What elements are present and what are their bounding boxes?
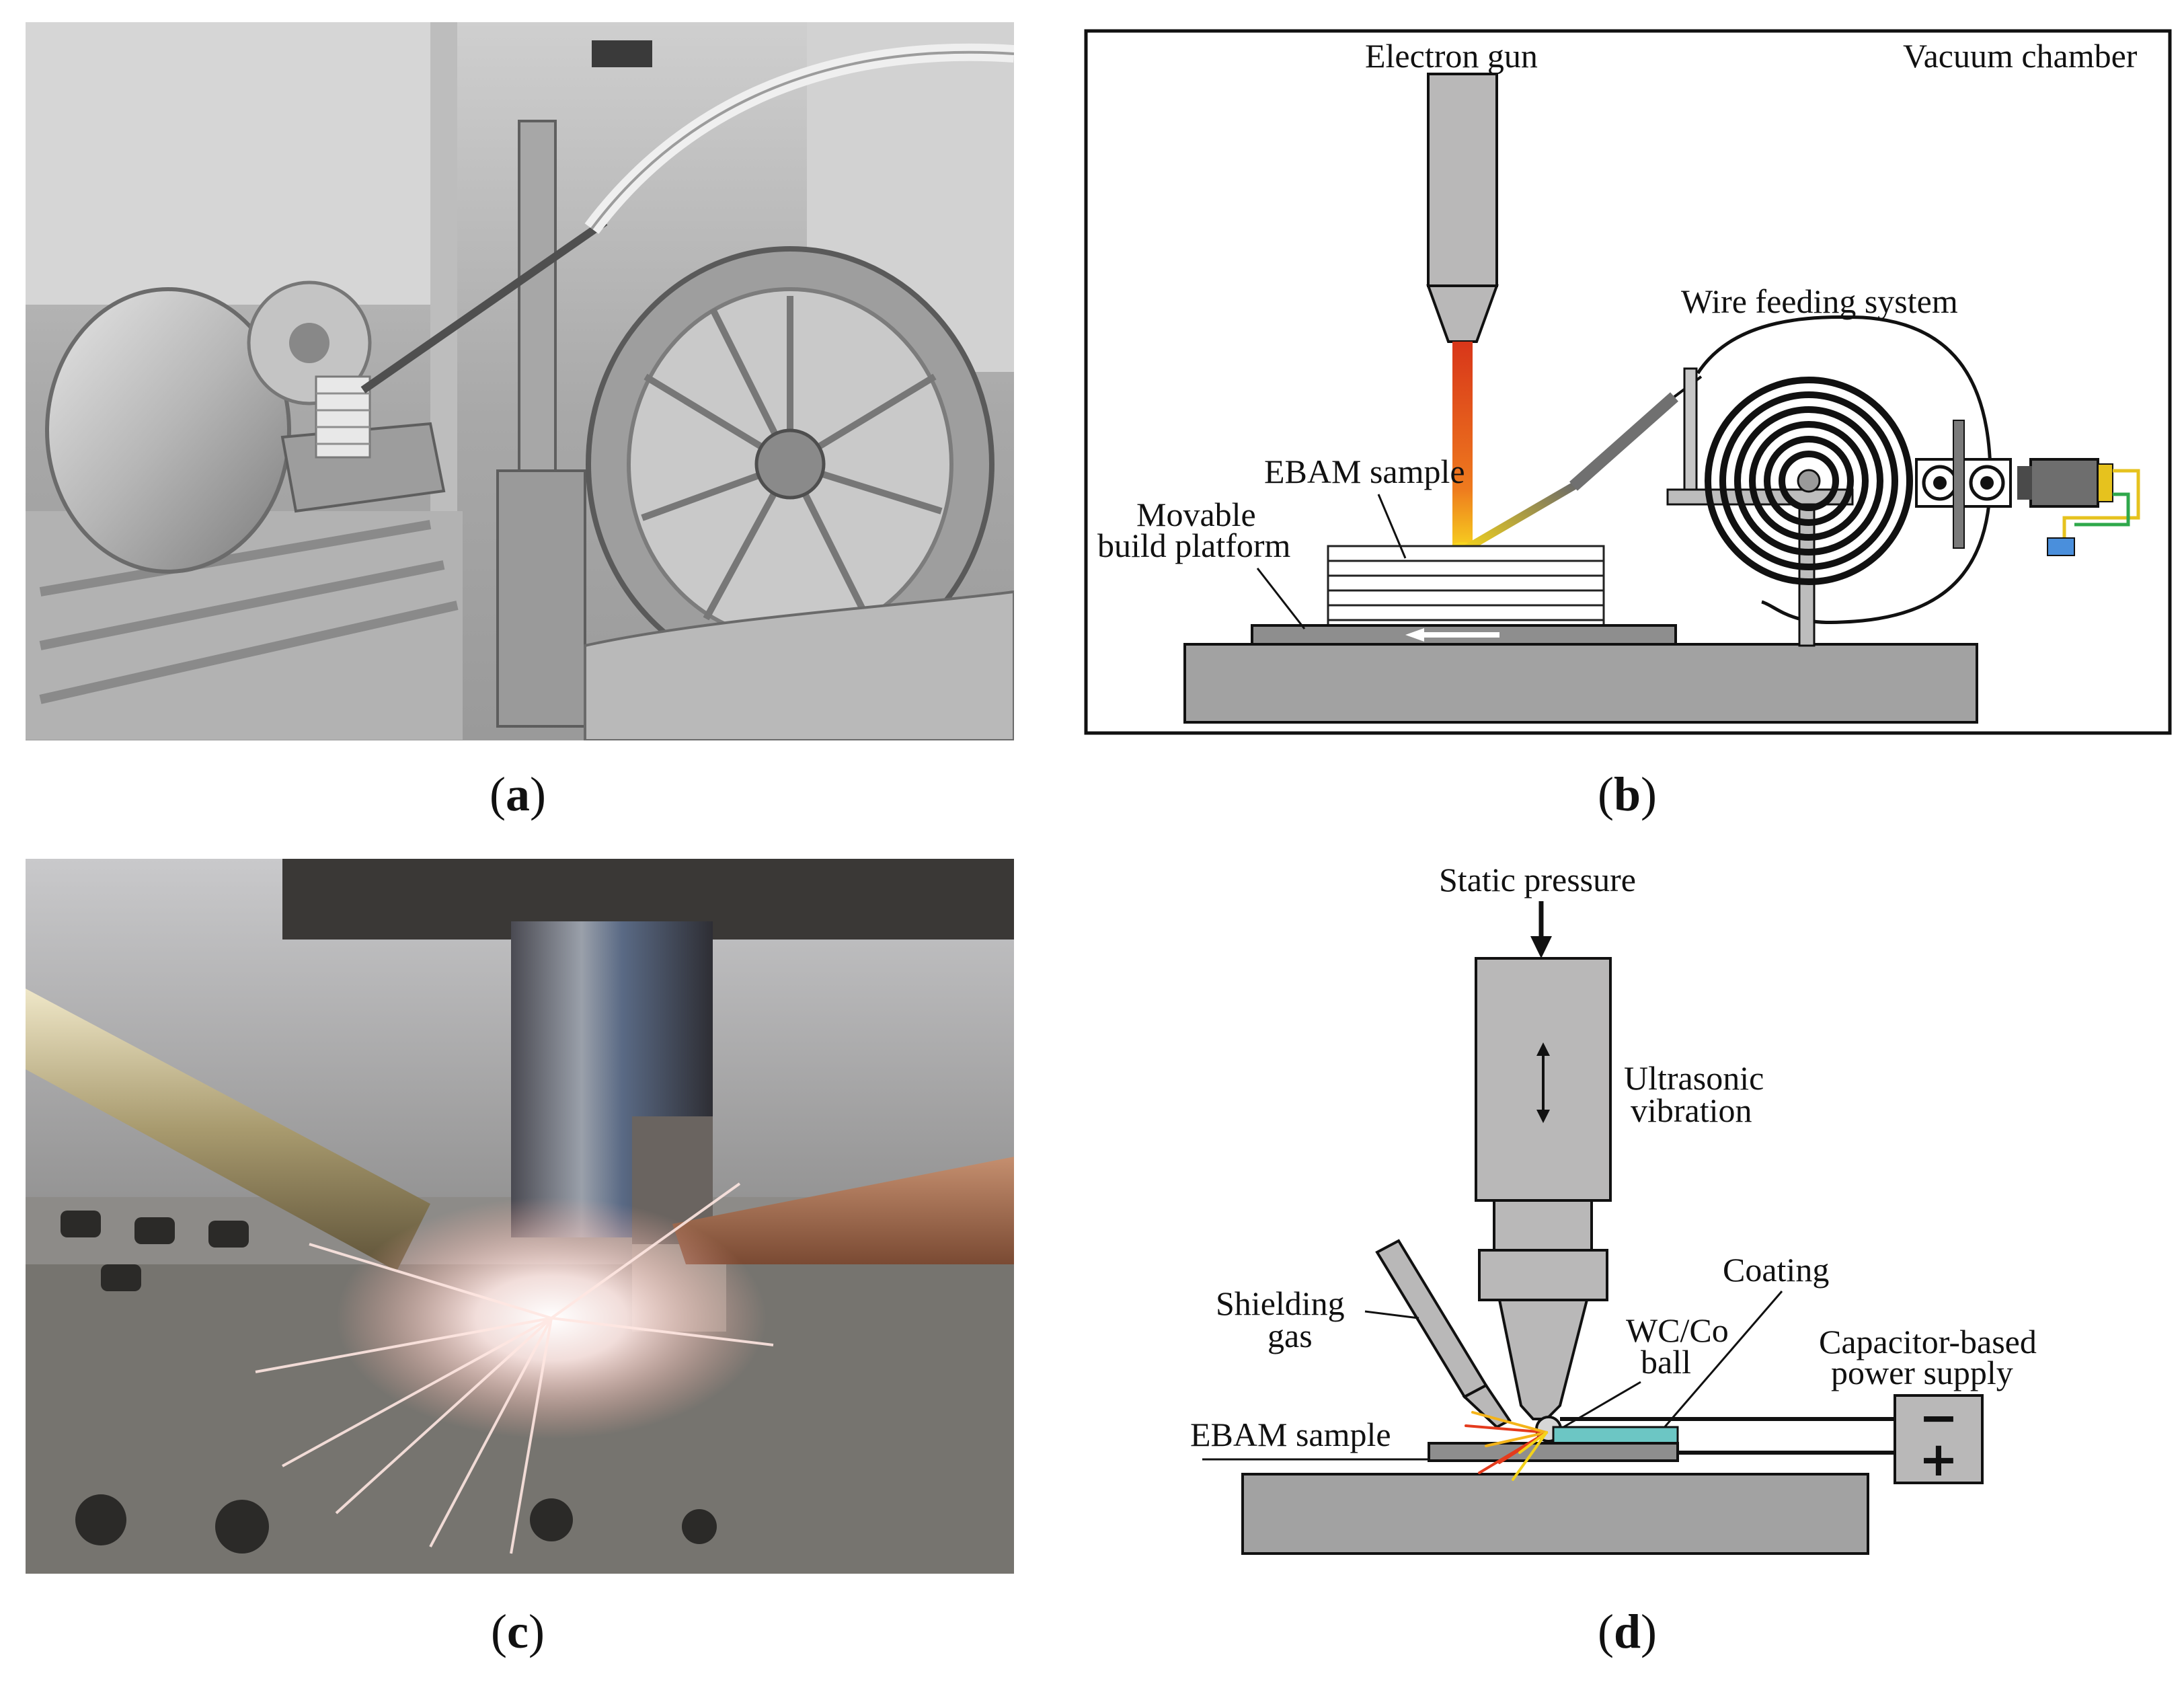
label-ball: ball (1641, 1343, 1691, 1381)
label-electron-gun: Electron gun (1365, 37, 1538, 75)
horn-tip (1497, 1299, 1589, 1420)
ebam-sample-d (1428, 1442, 1679, 1462)
label-build-platform: build platform (1097, 527, 1291, 564)
panel-c-photo (26, 859, 1014, 1574)
label-coating: Coating (1723, 1251, 1829, 1289)
label-vibration: vibration (1631, 1091, 1752, 1129)
panel-b-diagram: Electron gun Vacuum chamber EBAM sample … (1084, 29, 2172, 735)
label-vacuum-chamber: Vacuum chamber (1903, 37, 2138, 75)
machine-base-d (1241, 1473, 1869, 1555)
wire-loop (1696, 315, 1992, 625)
feed-wire (1463, 480, 1580, 553)
power-connector (2047, 537, 2075, 556)
minus-sign: − (1919, 1390, 1959, 1445)
wire-guide-post (1683, 367, 1698, 498)
ebam-sample-stack (1327, 545, 1605, 636)
feed-nozzle (1569, 392, 1678, 491)
electron-gun-nozzle (1426, 284, 1499, 343)
label-ebam-sample-d: EBAM sample (1190, 1416, 1391, 1453)
caption-c: (c) (491, 1605, 545, 1658)
electron-beam (1452, 342, 1473, 551)
shielding-gas-nozzle (1375, 1239, 1488, 1399)
caption-d: (d) (1597, 1605, 1657, 1658)
spark-streaks (1465, 1411, 1548, 1481)
coating-layer (1552, 1426, 1679, 1445)
caption-a: (a) (490, 767, 546, 821)
vacuum-chamber-frame (1084, 29, 2172, 735)
label-wire-feeding-system: Wire feeding system (1681, 282, 1958, 320)
horn-section-2 (1478, 1249, 1608, 1301)
label-wcco: WC/Co (1626, 1311, 1729, 1349)
label-ultrasonic: Ultrasonic (1624, 1059, 1764, 1097)
capacitor-power-supply (1894, 1394, 1984, 1484)
plus-sign: + (1919, 1432, 1959, 1487)
label-power-supply: power supply (1831, 1354, 2013, 1391)
feeder-motor (2029, 458, 2099, 508)
machine-base (1183, 643, 1978, 724)
label-shielding: Shielding (1216, 1285, 1345, 1322)
label-movable: Movable (1136, 496, 1256, 533)
panel-a-photo (26, 22, 1014, 740)
caption-b: (b) (1597, 767, 1657, 821)
horn-section-1 (1493, 1199, 1593, 1252)
label-capacitor-based: Capacitor-based (1819, 1323, 2037, 1361)
pressure-arrow-head (1530, 936, 1552, 958)
label-gas: gas (1268, 1317, 1313, 1354)
electron-gun-body (1427, 73, 1498, 287)
panel-d-diagram: Static pressure Ultrasonic vibration Shi… (1190, 861, 2037, 1555)
wire-spool (1705, 377, 1913, 585)
platform-direction-arrow (1405, 628, 1499, 642)
label-ebam-sample-b: EBAM sample (1264, 453, 1465, 490)
label-static-pressure: Static pressure (1439, 861, 1636, 898)
